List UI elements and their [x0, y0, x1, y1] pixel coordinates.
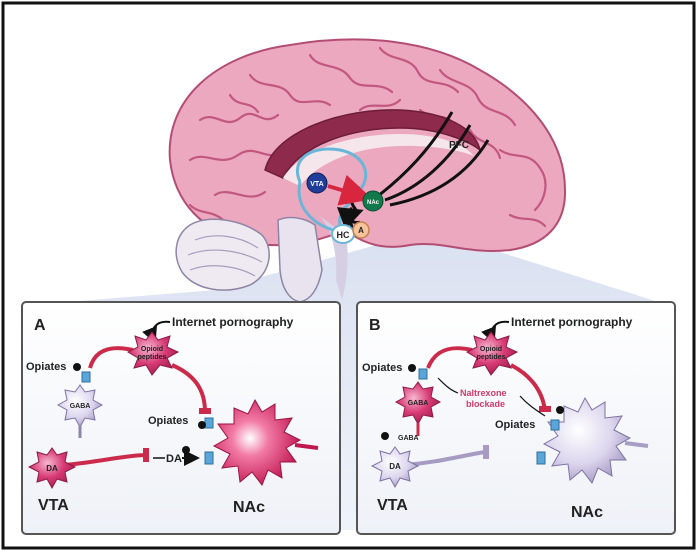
- panel-b-axon-to-gaba: [426, 346, 473, 369]
- panel-b-da-terminal: [483, 445, 489, 459]
- panel-b-nac-receptor-da: [536, 451, 546, 465]
- panel-a-opiate-molecule-bottom: [198, 421, 206, 429]
- panel-b: B Internet pornography Opioid peptides G…: [356, 301, 676, 535]
- panel-b-opioid-line2: peptides: [477, 354, 506, 361]
- panel-b-nac-receptor-top: [550, 419, 560, 431]
- panel-a-opiates-bottom-label: Opiates: [148, 415, 188, 427]
- panel-a-axon-to-nac: [171, 363, 207, 413]
- cerebellum: [175, 218, 270, 291]
- panel-b-gaba-cell: GABA: [394, 381, 442, 436]
- panel-b-opiate-molecule-top: [408, 364, 416, 372]
- nac-node-label: NAc: [367, 200, 380, 206]
- panel-b-blockade-pointer-left: [437, 377, 459, 394]
- panel-a-nac-dendrite: [294, 443, 319, 450]
- ventricle: [283, 134, 474, 186]
- panel-b-blockade-line1: Naltrexone: [460, 388, 507, 398]
- panel-b-nac-dendrite: [624, 441, 649, 448]
- panel-a-nac-receptor-da: [204, 451, 214, 465]
- panel-b-vta-label: VTA: [377, 497, 408, 514]
- panel-a: A Internet pornography Opioid peptides G…: [21, 301, 341, 535]
- panel-b-opiate-molecule-right: [556, 406, 564, 414]
- cortex-sulci: [188, 46, 547, 228]
- panel-b-opiates-top-label: Opiates: [362, 362, 402, 374]
- panel-b-frame: [356, 301, 676, 535]
- panel-b-gaba-receptor: [418, 368, 428, 380]
- panel-b-da-cell-label: DA: [389, 462, 401, 471]
- panel-a-nac-receptor-top: [204, 417, 214, 429]
- vta-to-nac-arrow: [327, 174, 373, 206]
- panel-a-gaba-label: GABA: [70, 403, 91, 410]
- pfc-label: PFC: [449, 140, 469, 151]
- vta-node-label: VTA: [310, 181, 323, 188]
- panel-b-gaba-label: GABA: [408, 400, 429, 407]
- brain-illustration: VTA NAc HC A PFC: [168, 38, 567, 303]
- hc-node-label: HC: [337, 230, 350, 240]
- panel-a-da-arrow-label: DA: [166, 453, 182, 465]
- hippocampal-pathway-lower: [297, 181, 341, 234]
- panel-b-nac-cell: [542, 396, 649, 485]
- panel-a-gaba-receptor: [81, 371, 91, 383]
- panel-a-nac-label: NAc: [233, 499, 265, 516]
- panel-b-da-cell: DA: [370, 446, 420, 489]
- panel-a-axon-to-gaba: [88, 346, 134, 369]
- panel-b-opioid-cell: Opioid peptides: [465, 331, 519, 376]
- panel-a-opioid-terminal: [199, 408, 211, 414]
- panel-a-trigger-label: Internet pornography: [172, 315, 294, 329]
- panel-a-da-axon: [63, 453, 146, 467]
- panel-a-opioid-line1: Opioid: [141, 346, 163, 353]
- panel-b-gaba-molecule: [381, 432, 389, 440]
- panel-a-vta-label: VTA: [38, 497, 69, 514]
- amygdala-node: [352, 221, 370, 239]
- panel-a-opiates-top-label: Opiates: [26, 361, 66, 373]
- panel-b-axon-to-nac: [510, 363, 547, 411]
- panel-b-opioid-line1: Opioid: [480, 346, 502, 353]
- nac-node: [362, 190, 384, 212]
- panel-b-trigger-label: Internet pornography: [511, 315, 633, 329]
- panel-a-opioid-line2: peptides: [138, 354, 167, 361]
- panel-a-da-molecule: [182, 446, 190, 454]
- panel-b-gaba-small-label: GABA: [398, 435, 419, 442]
- amygdala-node-label: A: [358, 226, 364, 235]
- panel-b-nac-label: NAc: [571, 504, 603, 521]
- vta-node: [306, 172, 328, 194]
- panel-a-letter: A: [34, 317, 46, 334]
- panel-b-blockade-pointer-right: [519, 395, 546, 417]
- panel-b-opiates-right-label: Opiates: [495, 419, 535, 431]
- panel-b-opioid-terminal: [539, 406, 551, 412]
- panel-b-letter: B: [369, 317, 381, 334]
- panel-a-opiate-molecule-top: [73, 363, 81, 371]
- panel-a-da-terminal: [143, 448, 149, 462]
- panel-b-blockade-line2: blockade: [466, 399, 505, 409]
- panel-a-da-cell: DA: [27, 447, 77, 490]
- panel-a-opioid-cell: Opioid peptides: [126, 331, 180, 376]
- panel-a-da-cell-label: DA: [46, 464, 58, 473]
- cerebellum-folia: [187, 235, 263, 277]
- panel-a-gaba-cell: GABA: [56, 384, 104, 438]
- brain-stem: [277, 216, 323, 303]
- panel-a-nac-cell: [212, 398, 319, 487]
